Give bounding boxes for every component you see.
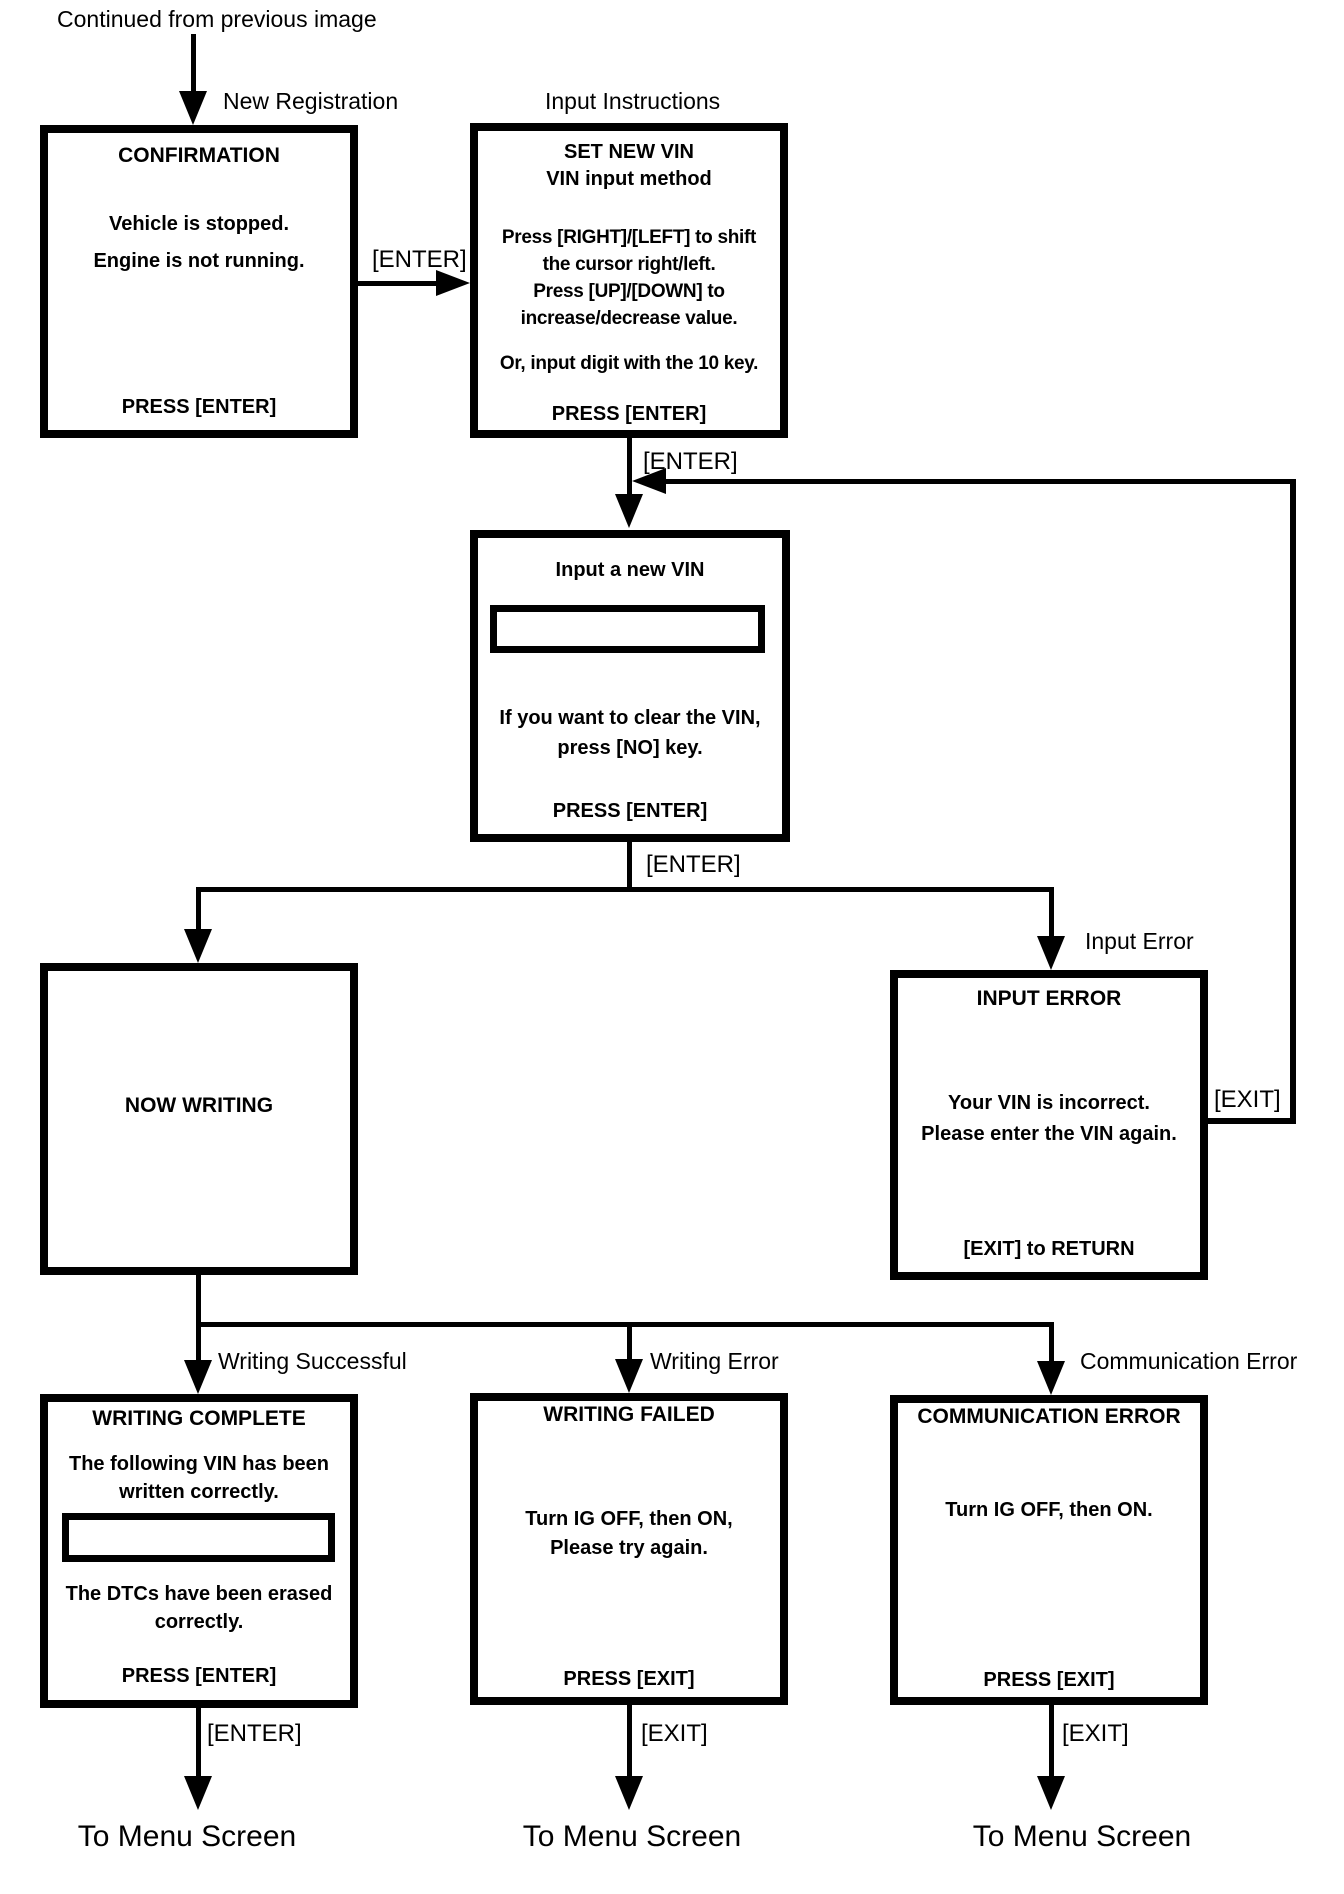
exit-key-label: [EXIT] bbox=[1214, 1086, 1281, 1113]
connector-branch-1 bbox=[196, 887, 1054, 892]
text-line: press [NO] key. bbox=[557, 737, 703, 759]
text-line: Please try again. bbox=[550, 1537, 708, 1559]
writing-successful-label: Writing Successful bbox=[218, 1348, 407, 1374]
text-line: the cursor right/left. bbox=[542, 254, 716, 275]
screen-writing-failed: WRITING FAILED Turn IG OFF, then ON, Ple… bbox=[470, 1393, 788, 1705]
arrowhead-down-icon bbox=[179, 91, 207, 125]
screen-note: Or, input digit with the 10 key. bbox=[499, 353, 759, 374]
screen-body: Turn IG OFF, then ON. bbox=[945, 1499, 1153, 1521]
exit-key-label: [EXIT] bbox=[1062, 1720, 1129, 1747]
connector-drop-failed bbox=[627, 1322, 632, 1361]
exit-key-label: [EXIT] bbox=[641, 1720, 708, 1747]
screen-title: Input a new VIN bbox=[555, 559, 705, 581]
connector-branch-2 bbox=[196, 1322, 1054, 1327]
screen-body: If you want to clear the VIN, press [NO]… bbox=[478, 703, 782, 763]
arrowhead-down-icon bbox=[184, 929, 212, 963]
connector-complete-to-menu bbox=[196, 1708, 201, 1778]
continued-from-label: Continued from previous image bbox=[57, 6, 377, 32]
screen-input-new-vin: Input a new VIN If you want to clear the… bbox=[470, 530, 790, 842]
to-menu-screen-label: To Menu Screen bbox=[522, 1820, 742, 1853]
connector-return-vertical bbox=[1290, 479, 1296, 1124]
connector-set-to-input bbox=[627, 438, 632, 498]
screen-title: WRITING COMPLETE bbox=[92, 1407, 306, 1430]
vin-display-field bbox=[62, 1513, 335, 1562]
screen-body: Your VIN is incorrect. Please enter the … bbox=[898, 1088, 1200, 1150]
input-instructions-label: Input Instructions bbox=[545, 88, 721, 114]
screen-footer: PRESS [ENTER] bbox=[552, 800, 708, 822]
screen-title: COMMUNICATION ERROR bbox=[917, 1405, 1181, 1428]
text-line: increase/decrease value. bbox=[520, 308, 738, 329]
arrowhead-down-icon bbox=[615, 1776, 643, 1810]
screen-now-writing: NOW WRITING bbox=[40, 963, 358, 1275]
connector-comm-error-to-menu bbox=[1049, 1705, 1054, 1778]
text-line: Vehicle is stopped. bbox=[108, 213, 290, 235]
enter-key-label: [ENTER] bbox=[372, 246, 467, 273]
text-line: The DTCs have been erased bbox=[65, 1583, 333, 1605]
writing-error-label: Writing Error bbox=[650, 1348, 779, 1374]
text-line: Press [RIGHT]/[LEFT] to shift bbox=[501, 227, 757, 248]
arrowhead-down-icon bbox=[184, 1360, 212, 1394]
text-line: written correctly. bbox=[119, 1481, 279, 1503]
text-line: Press [UP]/[DOWN] to bbox=[533, 281, 725, 302]
text-line: The following VIN has been bbox=[68, 1453, 330, 1475]
screen-title: CONFIRMATION bbox=[118, 144, 280, 167]
enter-key-label: [ENTER] bbox=[646, 851, 741, 878]
screen-title: SET NEW VIN VIN input method bbox=[478, 139, 780, 193]
connector-return-top bbox=[664, 479, 1296, 484]
screen-footer: PRESS [EXIT] bbox=[983, 1669, 1115, 1691]
connector-drop-complete bbox=[196, 1322, 201, 1362]
screen-writing-complete: WRITING COMPLETE The following VIN has b… bbox=[40, 1394, 358, 1708]
text-line: Your VIN is incorrect. bbox=[948, 1092, 1150, 1114]
arrowhead-down-icon bbox=[615, 1359, 643, 1393]
arrowhead-left-icon bbox=[632, 468, 666, 494]
text-line: Engine is not running. bbox=[93, 250, 305, 272]
vin-input-field bbox=[490, 605, 765, 653]
arrowhead-down-icon bbox=[615, 494, 643, 528]
screen-body-bottom: The DTCs have been erased correctly. bbox=[48, 1580, 350, 1636]
arrowhead-down-icon bbox=[1037, 936, 1065, 970]
screen-body: Turn IG OFF, then ON, Please try again. bbox=[478, 1505, 780, 1563]
connector-drop-comm-error bbox=[1049, 1322, 1054, 1363]
text-line: correctly. bbox=[154, 1611, 244, 1633]
text-line: Turn IG OFF, then ON, bbox=[525, 1508, 733, 1530]
screen-confirmation: CONFIRMATION Vehicle is stopped. Engine … bbox=[40, 125, 358, 438]
screen-footer: [EXIT] to RETURN bbox=[963, 1238, 1135, 1260]
screen-body-top: The following VIN has been written corre… bbox=[48, 1450, 350, 1506]
screen-footer: PRESS [EXIT] bbox=[563, 1668, 695, 1690]
connector-drop-now-writing bbox=[196, 887, 201, 931]
screen-footer: PRESS [ENTER] bbox=[121, 396, 277, 418]
text-line: Please enter the VIN again. bbox=[921, 1123, 1177, 1145]
connector-entry-line bbox=[191, 34, 196, 94]
connector-writing-to-branch bbox=[196, 1275, 201, 1326]
screen-set-new-vin: SET NEW VIN VIN input method Press [RIGH… bbox=[470, 123, 788, 438]
connector-confirm-to-set bbox=[358, 281, 440, 286]
to-menu-screen-label: To Menu Screen bbox=[77, 1820, 297, 1853]
screen-title: INPUT ERROR bbox=[976, 987, 1122, 1010]
arrowhead-right-icon bbox=[436, 270, 470, 296]
screen-title: WRITING FAILED bbox=[543, 1403, 715, 1426]
connector-return-bottom bbox=[1208, 1118, 1296, 1124]
screen-communication-error: COMMUNICATION ERROR Turn IG OFF, then ON… bbox=[890, 1395, 1208, 1705]
arrowhead-down-icon bbox=[1037, 1361, 1065, 1395]
connector-input-to-branch bbox=[627, 842, 632, 891]
connector-failed-to-menu bbox=[627, 1705, 632, 1778]
arrowhead-down-icon bbox=[184, 1776, 212, 1810]
input-error-label: Input Error bbox=[1085, 928, 1194, 954]
new-registration-label: New Registration bbox=[223, 88, 399, 114]
text-line: VIN input method bbox=[546, 168, 712, 190]
screen-title: NOW WRITING bbox=[124, 1094, 274, 1117]
to-menu-screen-label: To Menu Screen bbox=[972, 1820, 1192, 1853]
screen-footer: PRESS [ENTER] bbox=[121, 1665, 277, 1687]
screen-body: Press [RIGHT]/[LEFT] to shift the cursor… bbox=[478, 224, 780, 332]
text-line: If you want to clear the VIN, bbox=[499, 707, 761, 729]
communication-error-label: Communication Error bbox=[1080, 1348, 1298, 1374]
screen-input-error: INPUT ERROR Your VIN is incorrect. Pleas… bbox=[890, 970, 1208, 1280]
screen-body: Vehicle is stopped. Engine is not runnin… bbox=[48, 206, 350, 280]
connector-drop-input-error bbox=[1049, 887, 1054, 937]
enter-key-label: [ENTER] bbox=[207, 1720, 302, 1747]
screen-footer: PRESS [ENTER] bbox=[551, 403, 707, 425]
text-line: SET NEW VIN bbox=[563, 141, 694, 163]
arrowhead-down-icon bbox=[1037, 1776, 1065, 1810]
